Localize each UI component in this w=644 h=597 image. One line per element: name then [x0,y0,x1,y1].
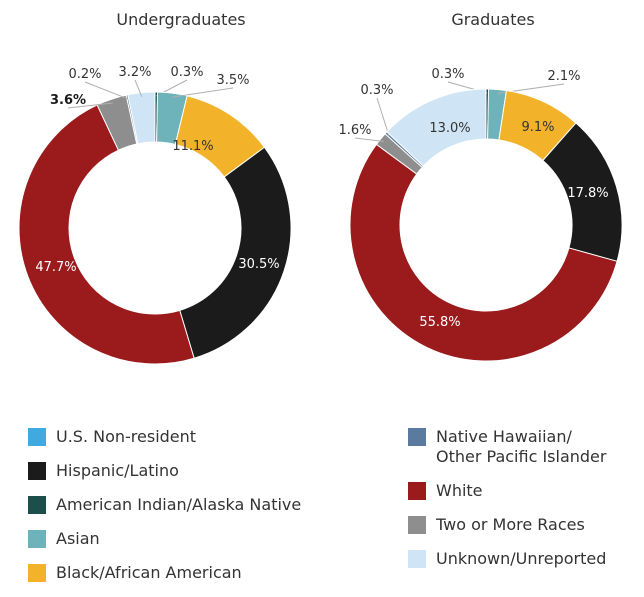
legend-swatch [408,482,426,500]
legend-item-black-african-american: Black/African American [28,563,301,597]
legend-item-hispanic-latino: Hispanic/Latino [28,461,301,495]
legend-left: U.S. Non-resident Hispanic/Latino Americ… [28,427,301,597]
donut-graduates: 0.3% 2.1% 9.1% 17.8% 55.8% 1.6% 0.3% 13.0% [338,67,623,362]
data-label-two-or-more: 3.6% [50,93,86,108]
legend-item-unknown-unreported: Unknown/Unreported [408,549,606,583]
legend-item-native-hawaiian: Native Hawaiian/ Other Pacific Islander [408,427,606,481]
legend-swatch [28,428,46,446]
leader-line [171,87,234,98]
data-label-white: 55.8% [419,315,460,330]
data-label-native-hawaiian: 0.2% [68,67,101,82]
legend-item-american-indian: American Indian/Alaska Native [28,495,301,529]
legend-label: Hispanic/Latino [56,461,179,480]
donut-undergraduates: 0.3% 3.5% 11.1% 30.5% 47.7% 3.6% 0.2% 3.2% [18,65,292,365]
legend-item-white: White [408,481,606,515]
data-label-unknown: 13.0% [429,121,470,136]
data-label-white: 47.7% [35,260,76,275]
donut-charts: Undergraduates Graduates 0.3% 3.5% 11.1% 30… [18,10,623,365]
legend-label: U.S. Non-resident [56,427,197,446]
data-label-hispanic-latino: 30.5% [238,257,279,272]
leader-line [376,97,390,136]
legend-swatch [408,516,426,534]
slice-white [18,104,195,365]
leader-line [67,102,113,109]
data-label-asian: 2.1% [547,69,580,84]
legend-label: Two or More Races [436,515,585,534]
legend-right: Native Hawaiian/ Other Pacific Islander … [408,427,606,583]
legend-label: White [436,481,483,500]
legend-item-two-or-more-races: Two or More Races [408,515,606,549]
legend-swatch [28,496,46,514]
leader-line [354,137,384,142]
legend-label: Native Hawaiian/ Other Pacific Islander [436,427,607,466]
leader-line [134,79,143,97]
legend-swatch [28,564,46,582]
legend-swatch [408,428,426,446]
data-label-american-indian: 0.3% [431,67,464,82]
chart-title-graduates: Graduates [451,10,534,29]
legend-item-us-nonresident: U.S. Non-resident [28,427,301,461]
chart-title-undergraduates: Undergraduates [116,10,245,29]
data-label-black-african-american: 9.1% [521,120,554,135]
data-label-hispanic-latino: 17.8% [567,186,608,201]
legend-label: Asian [56,529,100,548]
data-label-asian: 3.5% [216,73,249,88]
legend-label: Black/African American [56,563,242,582]
legend-label: Unknown/Unreported [436,549,607,568]
legend-swatch [408,550,426,568]
slice-white [349,143,618,362]
slice-unknown [127,91,156,145]
data-label-native-hawaiian: 0.3% [360,83,393,98]
legend-swatch [28,530,46,548]
data-label-unknown: 3.2% [118,65,151,80]
legend-item-asian: Asian [28,529,301,563]
leader-line [84,81,129,100]
data-label-two-or-more: 1.6% [338,123,371,138]
slice-unknown [386,88,487,167]
data-label-american-indian: 0.3% [170,65,203,80]
legend-label: American Indian/Alaska Native [56,495,302,514]
legend-swatch [28,462,46,480]
slice-hispanic-latino [179,146,292,359]
data-label-black-african-american: 11.1% [172,139,213,154]
